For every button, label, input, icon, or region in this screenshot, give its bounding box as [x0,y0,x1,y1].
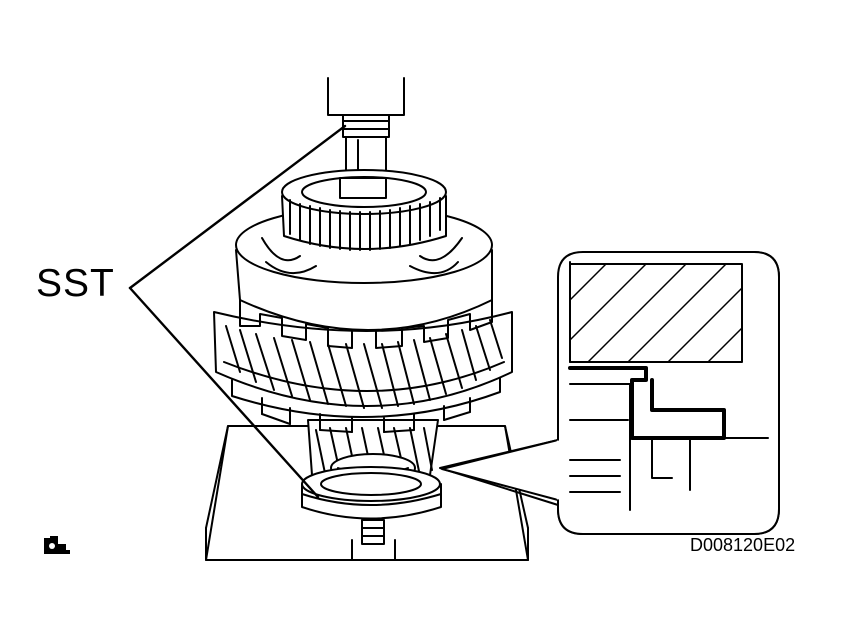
sst-label: SST [36,262,115,305]
detail-inset [440,252,779,534]
sst-leader-lines [130,126,345,497]
helical-gear [214,312,512,432]
figure-code: D008120E02 [690,535,796,555]
splined-ring [282,170,446,250]
sst-lower-collar [302,467,441,519]
press-fit-symbol-icon [44,536,70,554]
